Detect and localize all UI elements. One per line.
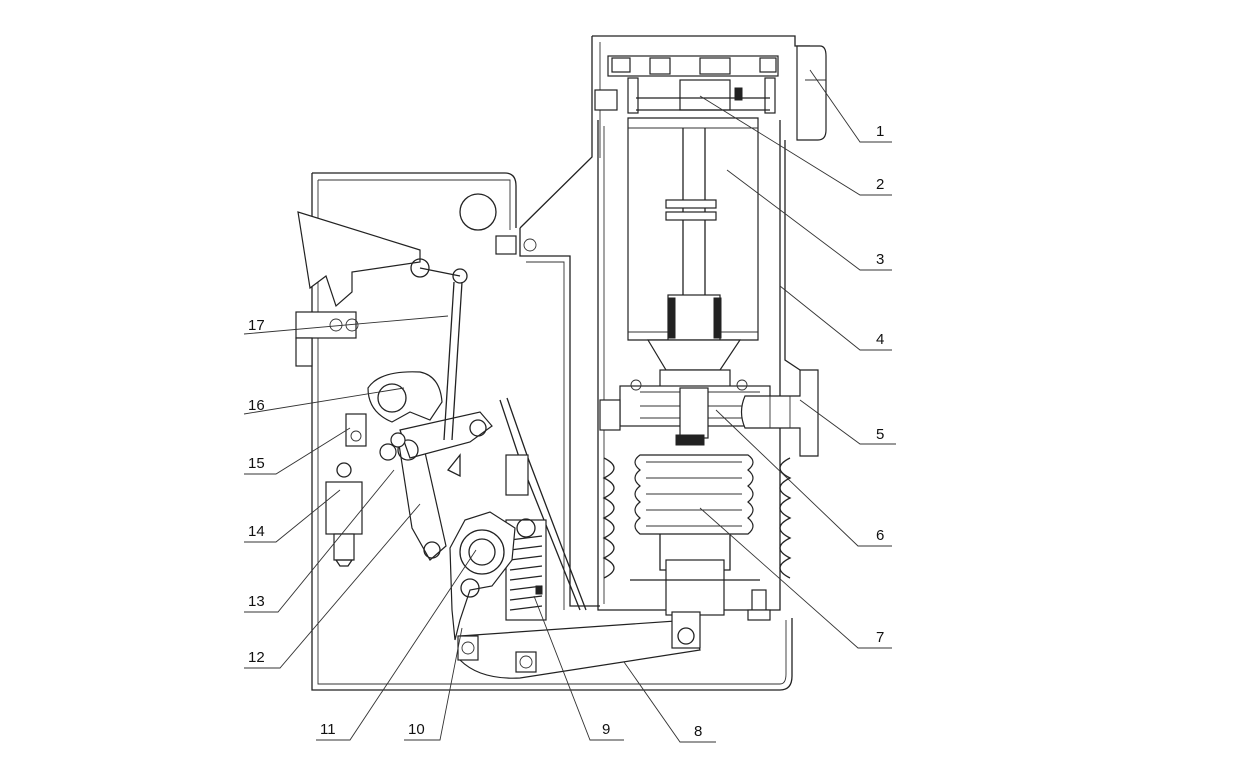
label-3: 3 [876,251,884,268]
label-12: 12 [248,649,265,666]
label-8: 8 [694,723,702,740]
main-lever [457,611,701,679]
pole-assembly [519,35,827,621]
label-11: 11 [320,721,336,738]
leader-lines [243,69,896,743]
mechanism-housing [311,172,793,691]
release-levers [379,411,493,561]
linkage [495,228,600,611]
trip-mechanism [295,211,468,567]
cam-shaft [449,511,516,641]
label-14: 14 [248,523,265,540]
housing-hole [459,193,497,231]
label-15: 15 [248,455,265,472]
label-5: 5 [876,426,884,443]
callout-labels: 1 2 3 4 5 6 7 8 9 10 11 12 13 14 15 16 1… [248,123,884,740]
label-13: 13 [248,593,265,610]
label-9: 9 [602,721,610,738]
label-16: 16 [248,397,265,414]
label-17: 17 [248,317,265,334]
label-4: 4 [876,331,884,348]
label-6: 6 [876,527,884,544]
label-10: 10 [408,721,425,738]
label-1: 1 [876,123,884,140]
label-7: 7 [876,629,884,646]
label-2: 2 [876,176,884,193]
